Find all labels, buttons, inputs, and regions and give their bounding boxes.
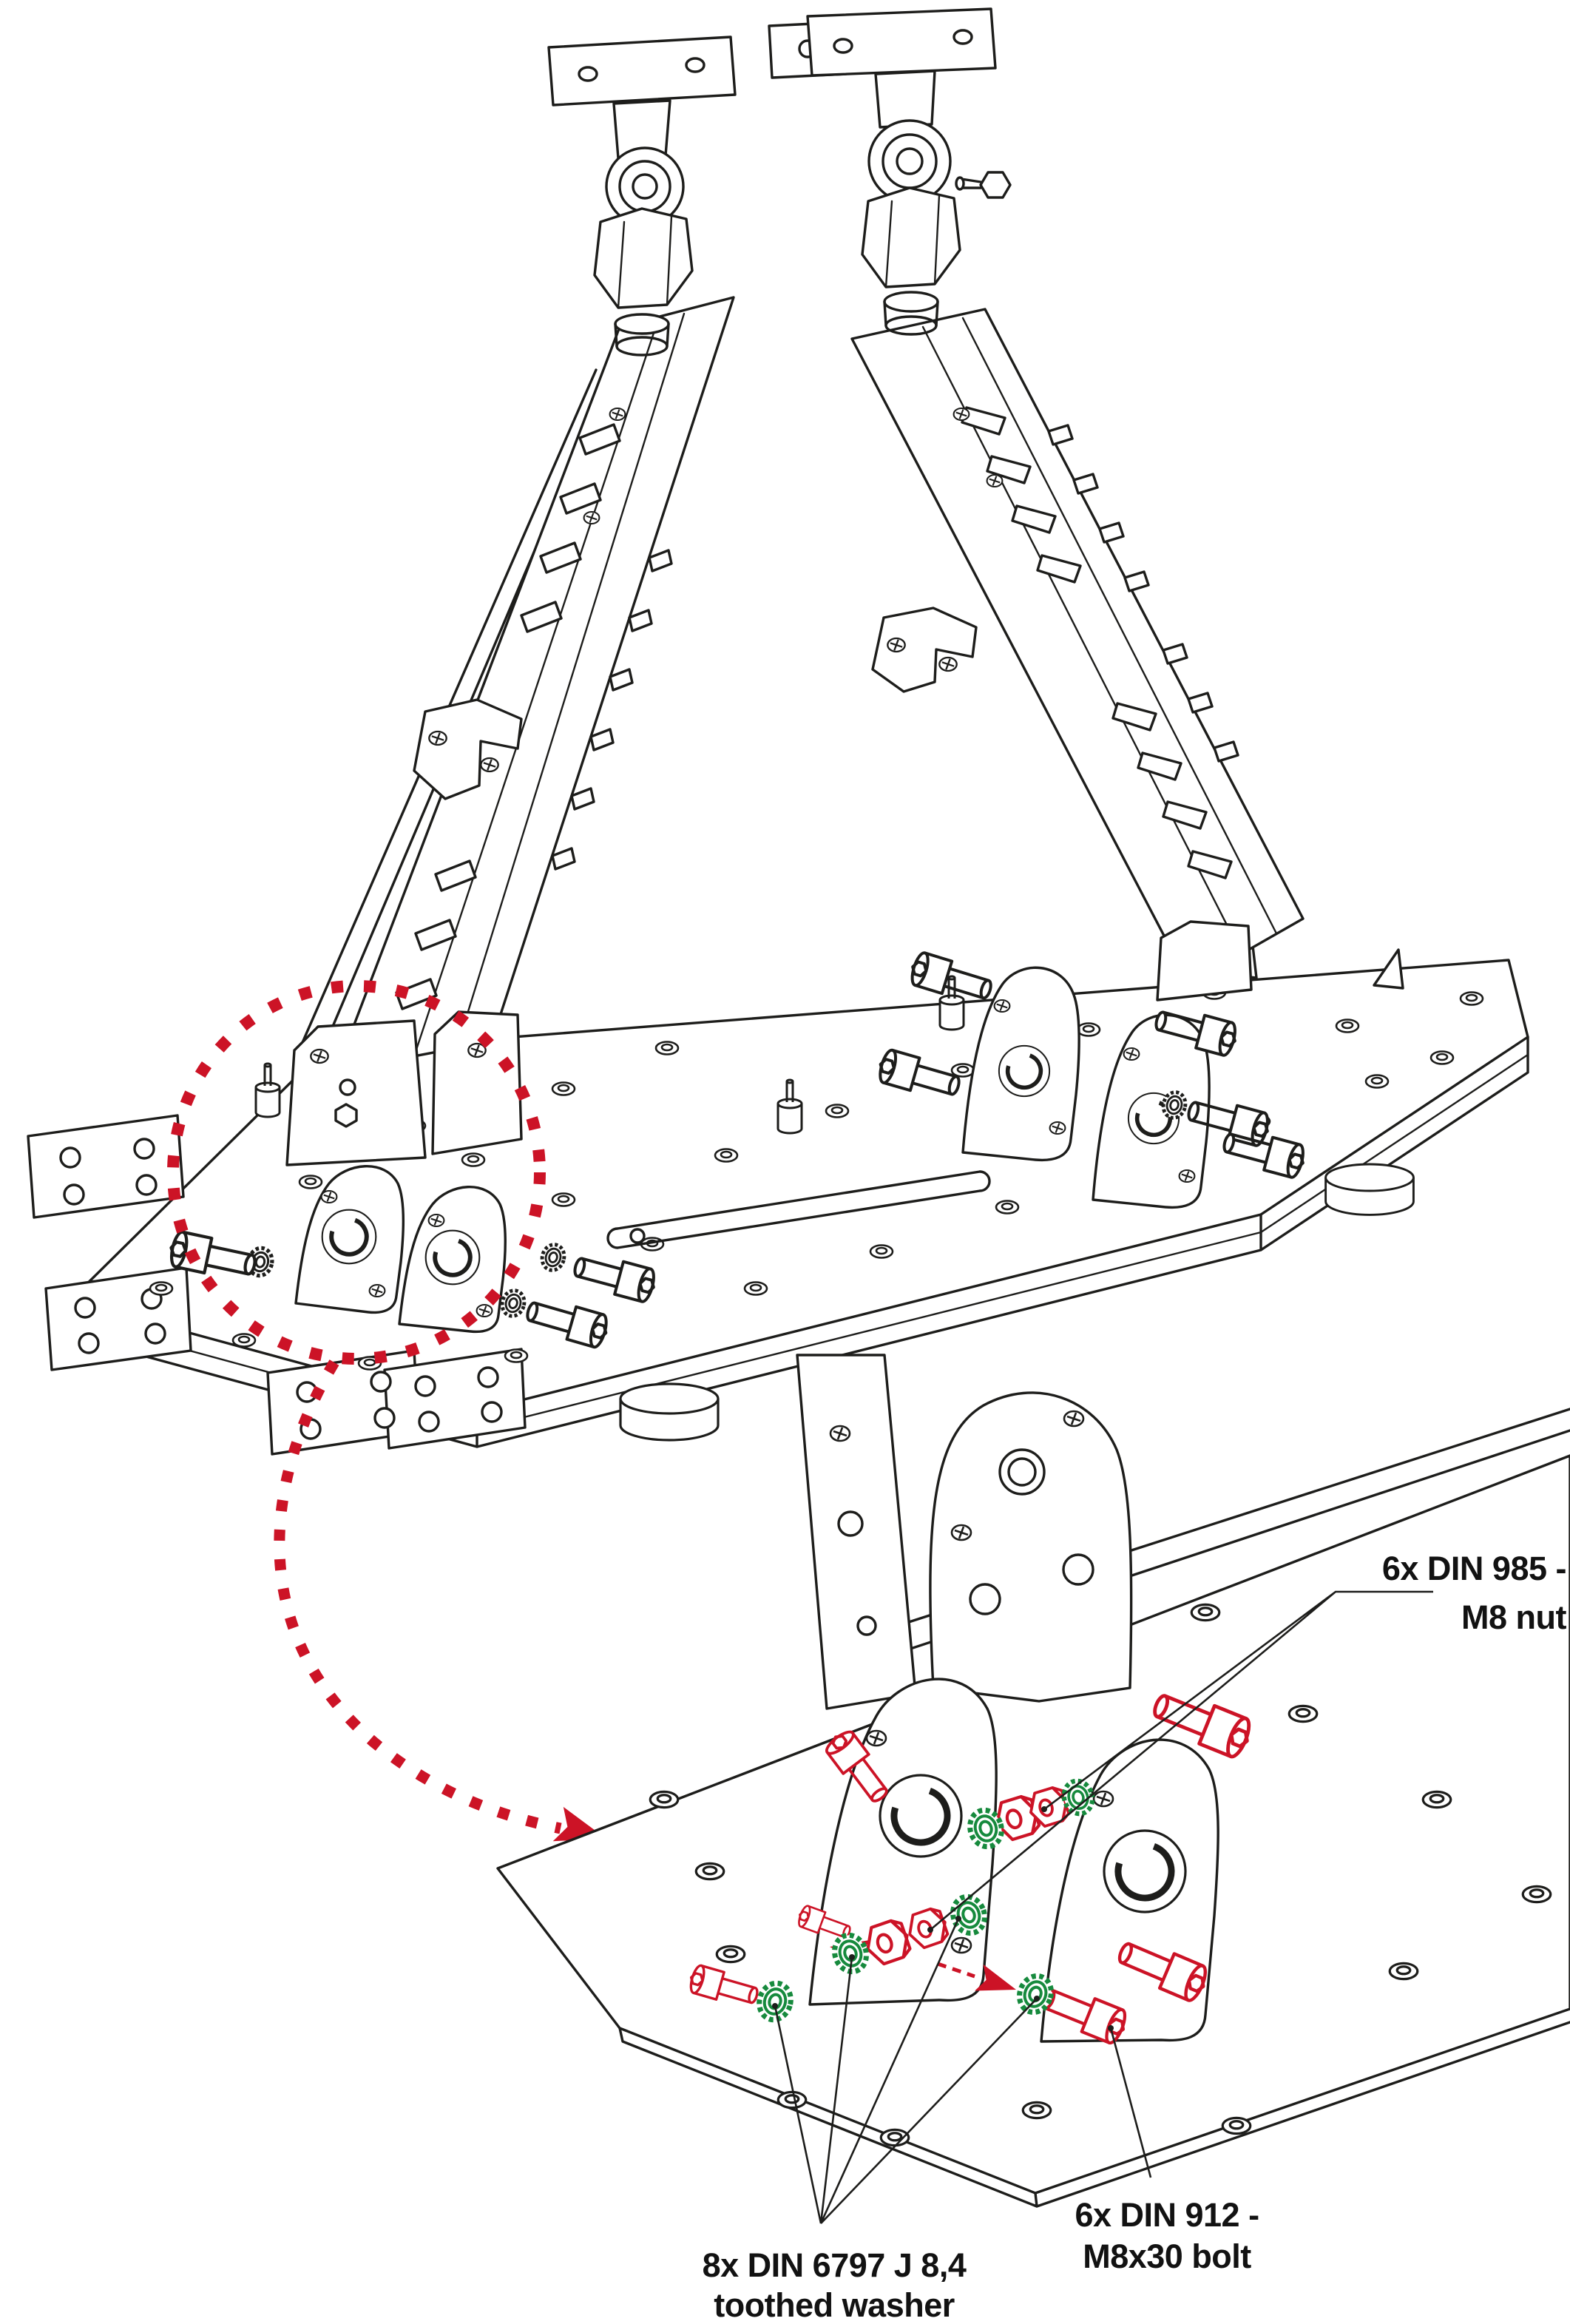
ujoint-stem	[874, 70, 936, 129]
callout-label: M8x30 bolt	[1083, 2237, 1251, 2275]
bearing-hole	[999, 1046, 1049, 1096]
support-wedge	[1373, 948, 1404, 990]
left-arm-edge-notches	[551, 549, 673, 871]
link-bar-hole	[629, 1228, 646, 1244]
arm-foot-plate	[285, 1019, 427, 1166]
arm-foot-plate	[929, 1391, 1133, 1703]
red-fasteners	[686, 1686, 1254, 2046]
screw-head	[609, 407, 626, 422]
ujoint-collar	[614, 313, 670, 335]
callout-din985-nut: 6x DIN 985 - M8 nut	[927, 1550, 1567, 1933]
right-arm-flag-bracket	[871, 607, 978, 693]
ujoint-side-bolt	[979, 171, 1012, 199]
right-arm-strip	[921, 317, 1278, 945]
callout-label: M8 nut	[1461, 1598, 1566, 1636]
right-mount-bracket	[874, 920, 1309, 1209]
bearing-hole	[880, 1775, 961, 1857]
callouts: 6x DIN 985 - M8 nut 8x DIN 6797 J 8,4 to…	[703, 1550, 1567, 2324]
detail-view	[496, 1354, 1570, 2208]
callout-label: 6x DIN 985 -	[1382, 1550, 1566, 1587]
detail-arm-stub	[796, 1354, 1133, 1710]
hex-nut-small	[334, 1103, 358, 1128]
insertion-axis-dashed	[937, 1962, 975, 1979]
bearing-hole	[1104, 1831, 1185, 1912]
bearing-hole	[426, 1231, 480, 1285]
rubber-foot	[619, 1382, 720, 1442]
screw-head	[887, 637, 906, 653]
leader-line	[930, 1590, 1433, 1931]
detail-fasteners	[686, 1686, 1254, 2046]
ujoint-collar	[883, 291, 939, 313]
right-actuator-arm	[850, 308, 1305, 985]
ujoint-t-bracket	[547, 36, 737, 107]
screw-head	[428, 730, 447, 746]
zoom-annotation	[167, 980, 612, 1857]
callout-toothed-washer: 8x DIN 6797 J 8,4 toothed washer	[703, 1916, 1040, 2324]
left-arm-flag-bracket	[413, 698, 523, 800]
main-assembly-view	[27, 7, 1529, 1456]
link-bar	[606, 1170, 991, 1249]
screw-head	[480, 757, 499, 773]
detail-plate-thickness	[618, 2021, 1570, 2208]
right-arm-edge-notches	[1047, 424, 1239, 763]
rubber-foot	[1324, 1163, 1415, 1216]
screw-head	[953, 407, 970, 422]
left-mount-bracket	[167, 1010, 660, 1351]
universal-joint-left	[547, 36, 737, 357]
bearing-hole	[322, 1210, 376, 1264]
leader-line	[1109, 2027, 1152, 2178]
screw-head	[986, 473, 1004, 488]
screw-head	[583, 510, 600, 525]
universal-joint-right	[768, 7, 1012, 336]
callout-din912-bolt: 6x DIN 912 - M8x30 bolt	[1075, 2025, 1259, 2275]
arm-foot-plate	[1156, 920, 1253, 1001]
arm-foot-plate	[431, 1010, 523, 1155]
screw-head	[938, 656, 958, 672]
callout-label: 6x DIN 912 -	[1075, 2196, 1259, 2234]
callout-label: 8x DIN 6797 J 8,4	[703, 2246, 967, 2284]
ujoint-t-bracket	[806, 7, 997, 77]
zoom-arrow-icon	[274, 1359, 562, 1834]
callout-label: toothed washer	[714, 2286, 955, 2324]
leader-line	[774, 1918, 1038, 2224]
left-actuator-arm	[294, 296, 735, 1073]
detail-zoom-circle-icon	[167, 980, 546, 1365]
